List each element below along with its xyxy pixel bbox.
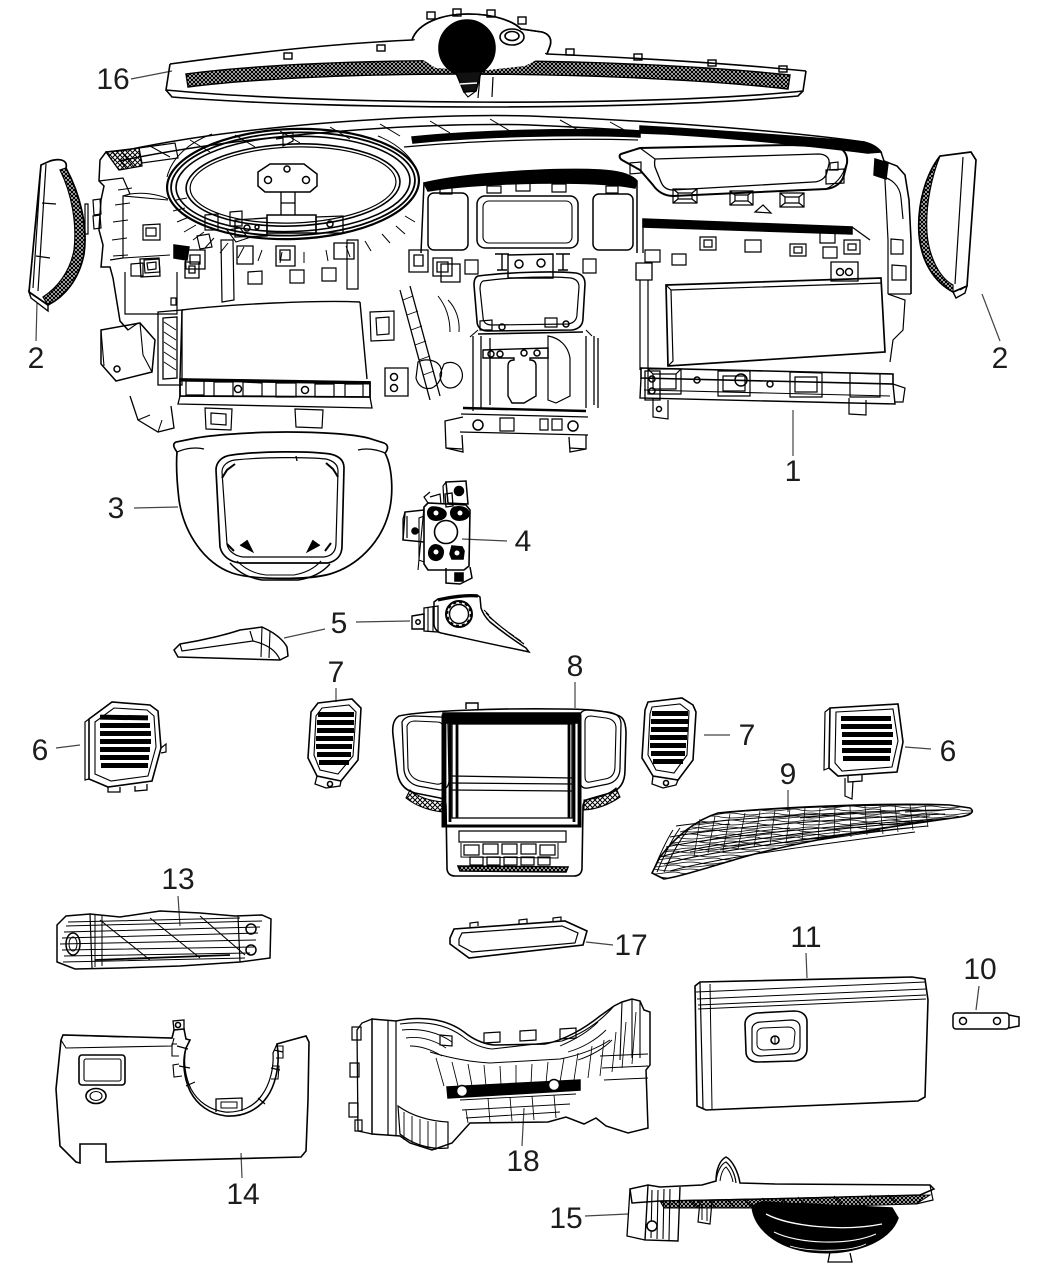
svg-text:17: 17 xyxy=(614,929,647,962)
svg-text:10: 10 xyxy=(963,953,996,986)
svg-text:4: 4 xyxy=(515,525,532,558)
svg-text:5: 5 xyxy=(331,607,348,640)
svg-text:14: 14 xyxy=(226,1178,259,1211)
svg-text:9: 9 xyxy=(780,758,797,791)
svg-text:18: 18 xyxy=(506,1145,539,1178)
svg-text:7: 7 xyxy=(739,719,756,752)
svg-text:6: 6 xyxy=(32,734,49,767)
svg-text:15: 15 xyxy=(549,1202,582,1235)
svg-text:2: 2 xyxy=(28,342,45,375)
svg-text:6: 6 xyxy=(940,735,957,768)
svg-text:2: 2 xyxy=(992,342,1009,375)
svg-text:7: 7 xyxy=(328,656,345,689)
svg-text:16: 16 xyxy=(96,63,129,96)
svg-text:1: 1 xyxy=(785,455,802,488)
svg-text:8: 8 xyxy=(567,650,584,683)
svg-text:3: 3 xyxy=(108,492,125,525)
svg-text:13: 13 xyxy=(161,863,194,896)
svg-text:11: 11 xyxy=(790,921,821,954)
